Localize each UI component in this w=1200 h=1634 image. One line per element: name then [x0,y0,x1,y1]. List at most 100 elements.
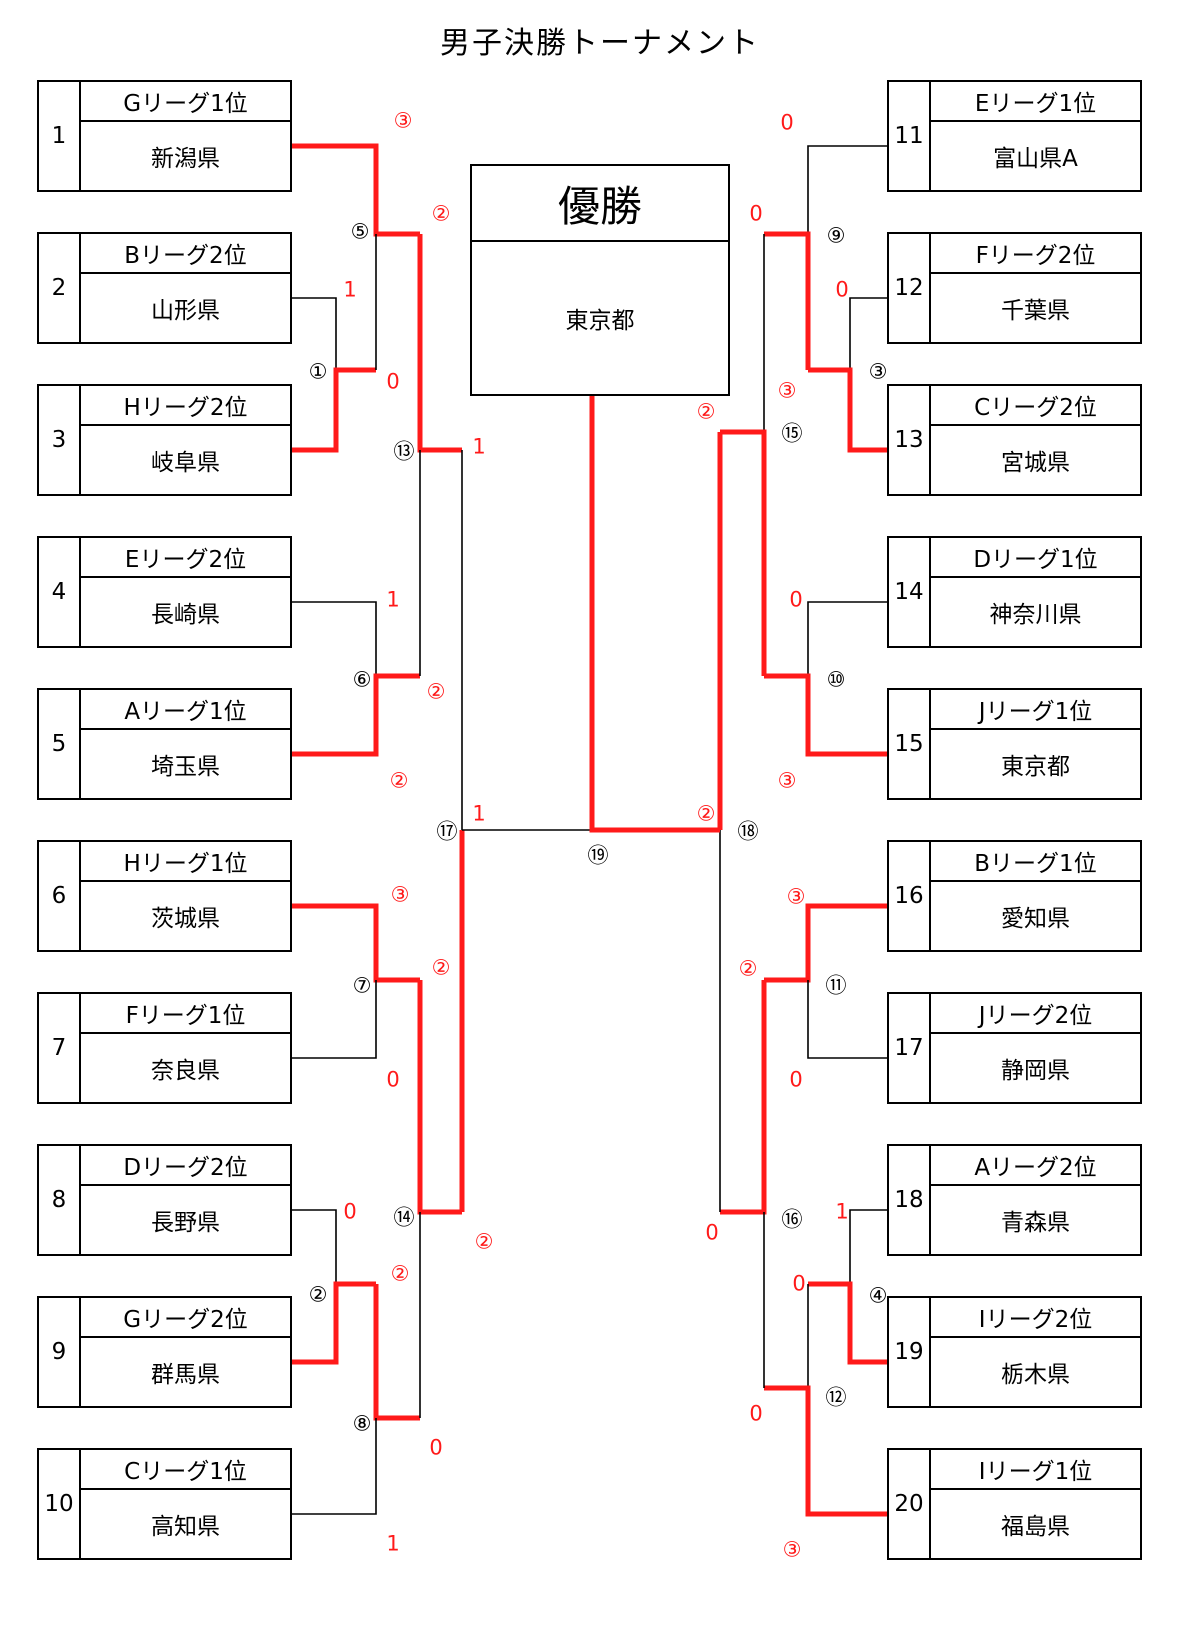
team-seed: 5 [39,690,81,798]
team-seed: 1 [39,82,81,190]
match-number-m2: ② [308,1282,328,1307]
team-seed: 9 [39,1298,81,1406]
match-16-winner-line [720,980,767,1215]
score-m2-score_bottom-13: ② [390,1261,410,1286]
team-league: Dリーグ1位 [931,538,1140,578]
team-name: 青森県 [1001,1210,1070,1236]
team-name: 宮城県 [1001,450,1070,476]
match-number-m19: ⑲ [587,843,609,868]
score-m6-score_top-5: 1 [386,587,400,612]
score-m3-score_top-19: 0 [835,277,849,302]
match-6-winner-line [292,673,420,757]
team-league: Dリーグ2位 [81,1146,290,1186]
match-number-m14: ⑭ [393,1205,415,1230]
score-m12-score_bottom-32: ③ [782,1537,802,1562]
team-league: Cリーグ1位 [81,1450,290,1490]
score-m7-score_bottom-10: 0 [386,1067,400,1092]
match-number-m9: ⑨ [826,223,846,248]
team-name: 神奈川県 [989,602,1082,628]
score-m13-score_bottom-4: 1 [472,434,486,459]
team-name: 埼玉県 [151,754,220,780]
score-m4-score_top-28: 1 [835,1199,849,1224]
match-4-winner-line [808,1281,887,1365]
champion-label: 優勝 [472,166,728,242]
team-seed: 10 [39,1450,81,1558]
team-league: Fリーグ1位 [81,994,290,1034]
team-league: Iリーグ2位 [931,1298,1140,1338]
match-11-lower-line [807,980,887,1059]
team-league: Bリーグ1位 [931,842,1140,882]
team-league: Hリーグ2位 [81,386,290,426]
match-3-winner-line [808,367,887,453]
team-name: 奈良県 [151,1058,220,1084]
match-7-winner-line [292,903,420,983]
match-2-winner-line [292,1281,376,1365]
score-m16-score_bottom-31: 0 [749,1401,763,1426]
team-seed: 15 [889,690,931,798]
match-9-top-line [807,145,887,234]
team-seed: 14 [889,538,931,646]
score-m1-score_top-0: 1 [343,277,357,302]
team-league: Cリーグ2位 [931,386,1140,426]
score-m7-score_top-9: ③ [390,882,410,907]
match-12-winner-line [764,1385,887,1517]
match-number-m17: ⑰ [436,819,458,844]
score-m11-score_bottom-27: 0 [789,1067,803,1092]
match-number-m11: ⑪ [825,973,847,998]
team-name: 茨城県 [151,906,220,932]
match-number-m18: ⑱ [737,819,759,844]
champion-box: 優勝 東京都 [470,164,730,396]
score-m17-score_bottom-14: ② [474,1229,494,1254]
match-number-m8: ⑧ [352,1411,372,1436]
score-m5-score_bottom-3: ② [431,201,451,226]
match-4-top-line [849,1209,887,1284]
team-name: 福島県 [1001,1514,1070,1540]
team-name: 新潟県 [151,146,220,172]
team-league: Eリーグ2位 [81,538,290,578]
match-10-winner-line [764,673,887,757]
match-5-winner-line [292,143,420,237]
match-number-m10: ⑩ [826,667,846,692]
champion-team: 東京都 [565,308,635,334]
match-11-winner-line [764,903,887,983]
score-m5-score_top-2: ③ [393,108,413,133]
team-name: 岐阜県 [151,450,220,476]
score-m18-score_bottom-30: 0 [705,1220,719,1245]
match-14-winner-line [417,980,462,1215]
score-m9-score_bottom-18: 0 [749,201,763,226]
team-seed: 18 [889,1146,931,1254]
team-league: Iリーグ1位 [931,1450,1140,1490]
team-name: 長野県 [151,1210,220,1236]
team-seed: 8 [39,1146,81,1254]
score-m8-score_bottom-15: 1 [386,1531,400,1556]
team-name: 愛知県 [1001,906,1070,932]
match-1-winner-line [292,367,376,453]
match-9-winner-line [764,231,811,370]
score-m1-score_bottom-1: 0 [386,369,400,394]
team-league: Jリーグ1位 [931,690,1140,730]
score-m17-score_top-8: 1 [472,801,486,826]
match-number-m7: ⑦ [352,973,372,998]
team-seed: 7 [39,994,81,1102]
team-seed: 20 [889,1450,931,1558]
team-name: 東京都 [1001,754,1070,780]
team-league: Fリーグ2位 [931,234,1140,274]
score-m15-score_top-20: ③ [777,378,797,403]
team-league: Aリーグ1位 [81,690,290,730]
match-number-m12: ⑫ [825,1385,847,1410]
score-m14-score_top-11: ② [431,955,451,980]
team-league: Eリーグ1位 [931,82,1140,122]
final-winner-line [589,394,720,833]
match-3-top-line [849,297,887,370]
